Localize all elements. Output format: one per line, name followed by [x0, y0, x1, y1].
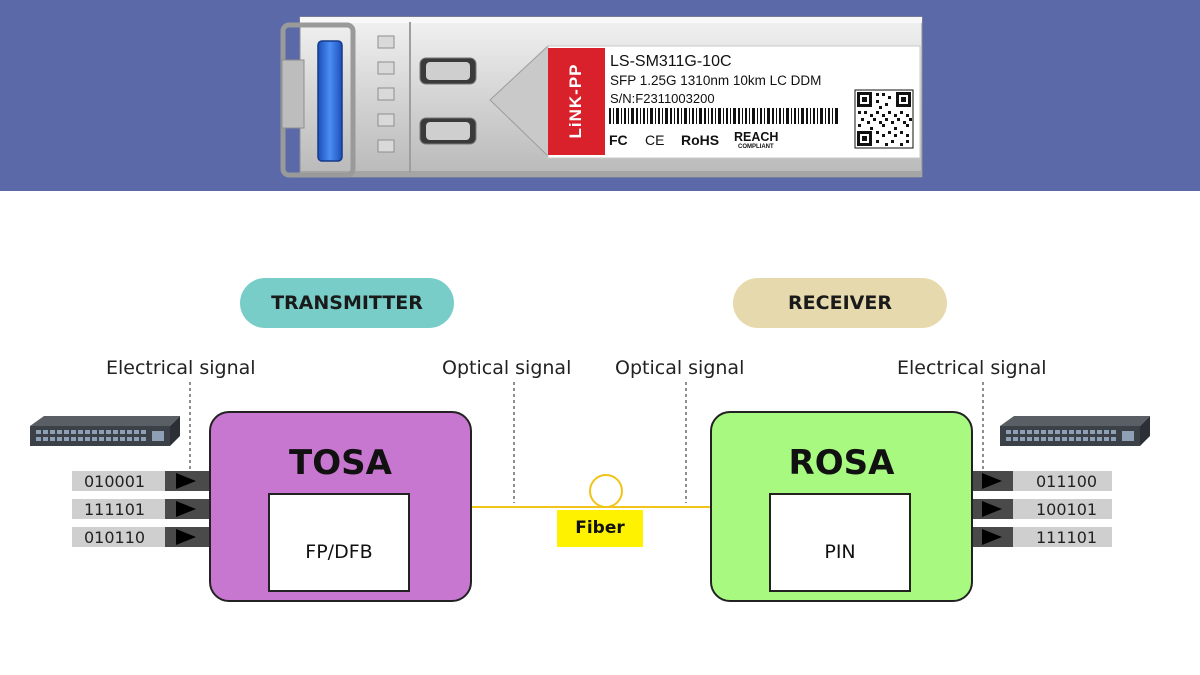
- brand-logo-block: [548, 48, 605, 155]
- tx-bit-sequence: 010001: [84, 472, 146, 491]
- reach-compliant-text: COMPLIANT: [738, 144, 774, 150]
- tosa-title: TOSA: [289, 443, 392, 483]
- sfp-spec-text: SFP 1.25G 1310nm 10km LC DDM: [610, 73, 822, 88]
- tx-bit-sequence: 010110: [84, 528, 146, 547]
- network-switch-icon: [1000, 416, 1150, 446]
- electrical-signal-label-left: Electrical signal: [106, 357, 256, 379]
- photodiode-component-box: PIN: [769, 493, 911, 592]
- arrow-right-icon: [176, 501, 196, 517]
- right-signal-bars: [968, 471, 1112, 547]
- arrow-right-icon: [176, 473, 196, 489]
- left-signal-bars: [72, 471, 210, 547]
- rx-bit-sequence: 100101: [1036, 500, 1098, 519]
- optical-signal-label-right: Optical signal: [615, 357, 745, 379]
- laser-component-box: FP/DFB: [268, 493, 410, 592]
- top-banner: LiNK-PP LS-SM311G-10C SFP 1.25G 1310nm 1…: [0, 0, 1200, 191]
- sfp-model-number: LS-SM311G-10C: [610, 53, 732, 70]
- fiber-coil-icon: [589, 474, 623, 508]
- rx-bit-sequence: 111101: [1036, 528, 1098, 547]
- fc-mark: FC: [609, 132, 628, 148]
- optical-signal-label-left: Optical signal: [442, 357, 572, 379]
- sfp-serial-number: S/N:F2311003200: [610, 91, 715, 106]
- sfp-module-image: [280, 16, 923, 178]
- reach-mark: REACH: [734, 130, 779, 144]
- rohs-mark: RoHS: [681, 132, 720, 148]
- ce-mark: CE: [645, 132, 665, 148]
- qr-code-icon: [854, 89, 914, 149]
- electrical-signal-label-right: Electrical signal: [897, 357, 1047, 379]
- arrow-right-icon: [176, 529, 196, 545]
- arrow-right-icon: [982, 473, 1002, 489]
- fiber-label: Fiber: [557, 510, 643, 547]
- network-switch-icon: [30, 416, 180, 446]
- tx-bit-sequence: 111101: [84, 500, 146, 519]
- blue-latch: [317, 40, 343, 162]
- arrow-right-icon: [982, 501, 1002, 517]
- tosa-module: TOSA FP/DFB: [209, 411, 472, 602]
- laser-component-label: FP/DFB: [305, 541, 373, 563]
- rx-bit-sequence: 011100: [1036, 472, 1098, 491]
- arrow-right-icon: [982, 529, 1002, 545]
- barcode-icon: [609, 108, 838, 124]
- rosa-title: ROSA: [788, 443, 895, 483]
- receiver-heading: RECEIVER: [733, 278, 947, 328]
- rosa-module: ROSA PIN: [710, 411, 973, 602]
- photodiode-component-label: PIN: [824, 541, 856, 563]
- transmitter-heading: TRANSMITTER: [240, 278, 454, 328]
